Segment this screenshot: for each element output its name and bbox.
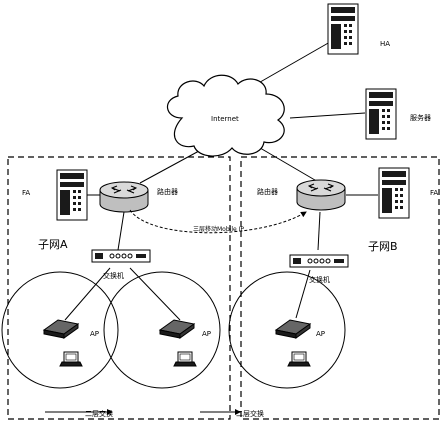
link-cloud-ha (254, 41, 331, 86)
link-switch-ap3 (295, 269, 311, 319)
switch-icon (91, 249, 151, 263)
fa-left-label: FA (22, 189, 30, 197)
laptop-icon (287, 351, 311, 367)
link-switch-ap2 (129, 267, 181, 321)
ap2-label: AP (202, 330, 211, 338)
laptop-icon (173, 351, 197, 367)
switch-left-label: 交换机 (103, 271, 124, 280)
link-cloud-router-right (254, 144, 321, 184)
ha-label: HA (380, 40, 390, 48)
switch-icon (289, 254, 349, 268)
ap1-label: AP (90, 330, 99, 338)
access-point-icon (275, 319, 311, 339)
fa-right-label: FA (430, 189, 438, 197)
server-icon (378, 167, 410, 219)
router-icon (99, 181, 149, 213)
coverage-cell-1 (1, 271, 119, 389)
l3-mobile-label: 三层移动Mobile IP (193, 225, 244, 233)
server-icon (327, 3, 359, 55)
router-left-label: 路由器 (157, 187, 178, 196)
ap3-label: AP (316, 330, 325, 338)
laptop-icon (59, 351, 83, 367)
server-label: 服务器 (410, 113, 431, 122)
link-cloud-server (289, 112, 366, 119)
subnet-b-label: 子网B (368, 240, 398, 253)
link-router-switch-right (317, 211, 321, 251)
server-icon (365, 88, 397, 140)
l2-handover-right-label: 二层交换 (236, 409, 264, 418)
access-point-icon (159, 319, 195, 339)
internet-label: Internet (211, 115, 239, 123)
coverage-cell-3 (228, 271, 346, 389)
link-switch-ap1 (64, 267, 111, 321)
switch-right-label: 交换机 (309, 275, 330, 284)
subnet-a-label: 子网A (38, 238, 68, 251)
cloud-icon (167, 74, 285, 157)
subnet-a-boundary (7, 156, 231, 420)
l2-handover-left-label: 二层交换 (85, 409, 113, 418)
access-point-icon (43, 319, 79, 339)
link-router-switch-left (117, 211, 125, 251)
server-icon (56, 169, 88, 221)
router-icon (296, 179, 346, 211)
coverage-cell-2 (103, 271, 221, 389)
router-right-label: 路由器 (257, 187, 278, 196)
